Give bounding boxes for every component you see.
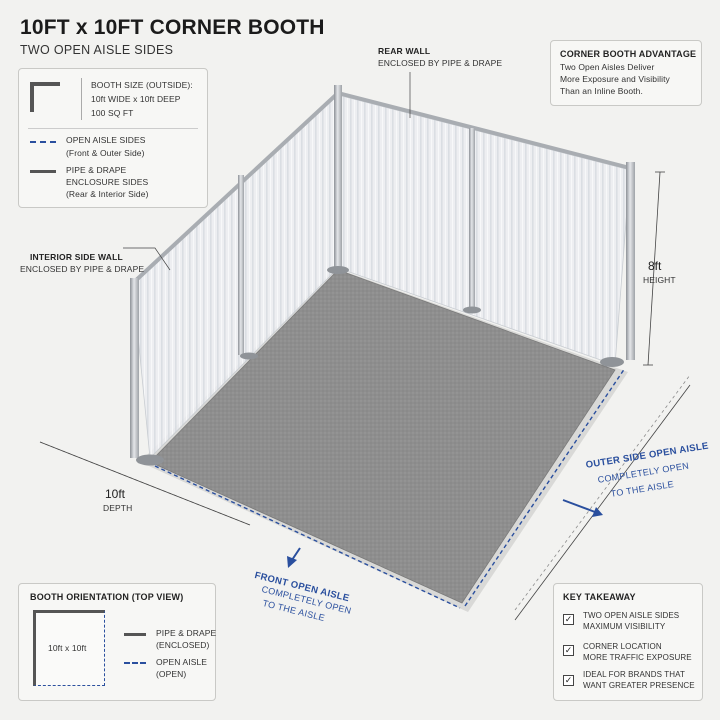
rear-top-rail bbox=[337, 91, 631, 170]
orientation-pipe-2: (ENCLOSED) bbox=[156, 640, 210, 650]
interior-wall-title: INTERIOR SIDE WALL bbox=[30, 252, 123, 262]
front-aisle-edge bbox=[154, 465, 461, 609]
base-corner bbox=[327, 266, 349, 274]
orientation-title: BOOTH ORIENTATION (TOP VIEW) bbox=[30, 592, 184, 602]
takeaway-panel bbox=[553, 583, 703, 701]
takeaway-item-1-line-2: MAXIMUM VISIBILITY bbox=[583, 622, 666, 631]
interior-wall-sub: ENCLOSED BY PIPE & DRAPE bbox=[20, 264, 145, 274]
takeaway-item-2-line-1: CORNER LOCATION bbox=[583, 642, 662, 651]
check-icon: ✓ bbox=[563, 614, 574, 625]
base-rear-end bbox=[600, 357, 624, 367]
page-title: 10FT x 10FT CORNER BOOTH bbox=[20, 16, 325, 39]
advantage-line-1: Two Open Aisles Deliver bbox=[560, 62, 655, 72]
footprint-dash-right bbox=[514, 374, 691, 611]
advantage-title: CORNER BOOTH ADVANTAGE bbox=[560, 49, 697, 59]
pipe-legend-label-1: PIPE & DRAPE bbox=[66, 165, 127, 175]
takeaway-item-2-line-2: MORE TRAFFIC EXPOSURE bbox=[583, 653, 692, 662]
booth-size-dims: 10ft WIDE x 10ft DEEP bbox=[91, 94, 181, 104]
carpet-floor bbox=[149, 269, 616, 604]
upright-rear-end bbox=[626, 162, 635, 360]
height-dimension-line bbox=[647, 171, 661, 366]
base-side-mid bbox=[240, 352, 258, 360]
depth-label: DEPTH bbox=[103, 503, 133, 513]
upright-side-mid bbox=[238, 175, 244, 355]
booth-size-area: 100 SQ FT bbox=[91, 108, 134, 118]
rear-wall-title: REAR WALL bbox=[378, 46, 431, 56]
top-view-square bbox=[33, 610, 105, 686]
open-aisle-legend-swatch bbox=[30, 141, 56, 143]
corner-symbol bbox=[30, 82, 60, 112]
pipe-legend-swatch bbox=[30, 170, 56, 173]
upright-corner bbox=[334, 85, 342, 270]
advantage-line-3: Than an Inline Booth. bbox=[560, 86, 643, 96]
outer-aisle-edge bbox=[464, 367, 626, 607]
orientation-pipe-1: PIPE & DRAPE bbox=[156, 628, 217, 638]
orientation-pipe-swatch bbox=[124, 633, 146, 636]
booth-size-label: BOOTH SIZE (OUTSIDE): bbox=[91, 80, 193, 90]
front-aisle-arrow bbox=[291, 547, 301, 561]
rear-wall-sub: ENCLOSED BY PIPE & DRAPE bbox=[378, 58, 503, 68]
depth-value: 10ft bbox=[105, 487, 126, 501]
height-label: HEIGHT bbox=[643, 275, 676, 285]
legend-panel bbox=[18, 68, 208, 208]
interior-wall-leader bbox=[123, 247, 171, 271]
check-icon: ✓ bbox=[563, 675, 574, 686]
upright-side-end bbox=[130, 278, 139, 458]
takeaway-title: KEY TAKEAWAY bbox=[563, 592, 636, 602]
width-dimension-line bbox=[514, 384, 691, 621]
check-icon: ✓ bbox=[563, 645, 574, 656]
open-aisle-legend-label: OPEN AISLE SIDES bbox=[66, 135, 146, 145]
interior-top-rail bbox=[131, 91, 340, 285]
open-aisle-legend-sub: (Front & Outer Side) bbox=[66, 148, 145, 158]
pipe-legend-sub: (Rear & Interior Side) bbox=[66, 189, 149, 199]
orientation-open-1: OPEN AISLE bbox=[156, 657, 208, 667]
orientation-open-swatch bbox=[124, 662, 146, 664]
top-view-label: 10ft x 10ft bbox=[48, 643, 87, 653]
advantage-line-2: More Exposure and Visibility bbox=[560, 74, 670, 84]
takeaway-item-1-line-1: TWO OPEN AISLE SIDES bbox=[583, 611, 680, 620]
takeaway-item-3-line-2: WANT GREATER PRESENCE bbox=[583, 681, 695, 690]
takeaway-item-3-line-1: IDEAL FOR BRANDS THAT bbox=[583, 670, 685, 679]
height-value: 8ft bbox=[648, 259, 662, 273]
base-rear-mid bbox=[463, 306, 481, 314]
base-side-end bbox=[136, 454, 164, 466]
orientation-open-2: (OPEN) bbox=[156, 669, 187, 679]
pipe-legend-label-2: ENCLOSURE SIDES bbox=[66, 177, 149, 187]
advantage-panel bbox=[550, 40, 702, 106]
page-subtitle: TWO OPEN AISLE SIDES bbox=[20, 43, 174, 57]
outer-aisle-arrow bbox=[562, 499, 596, 513]
upright-rear-mid bbox=[469, 128, 475, 310]
depth-dimension-line bbox=[39, 441, 251, 526]
